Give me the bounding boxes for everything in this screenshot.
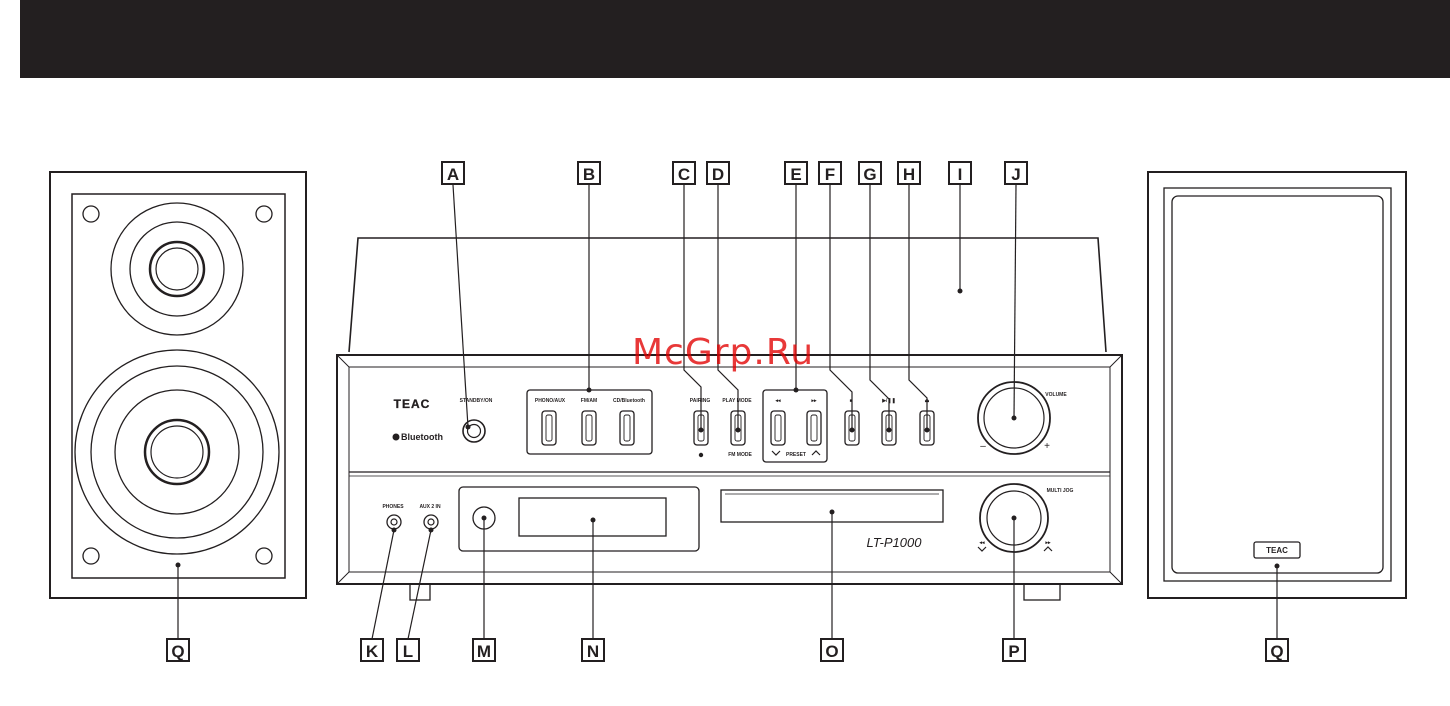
svg-text:M: M: [477, 642, 491, 661]
model-name: LT-P1000: [867, 535, 923, 550]
svg-text:N: N: [587, 642, 599, 661]
svg-text:B: B: [583, 165, 595, 184]
callout-M: M: [473, 639, 495, 661]
prev-label: ◂◂: [978, 540, 985, 546]
callout-K: K: [361, 639, 383, 661]
callout-P: P: [1003, 639, 1025, 661]
rewind-button[interactable]: [771, 411, 785, 445]
multi-jog-label: MULTI JOG: [1047, 488, 1074, 494]
callout-F: F: [819, 162, 841, 184]
pairing-label: PAIRING: [690, 398, 711, 404]
volume-label: VOLUME: [1045, 392, 1067, 398]
next-chevron-icon: [1044, 547, 1052, 551]
aux2-label: AUX 2 IN: [419, 504, 441, 510]
callout-B: B: [578, 162, 600, 184]
speaker-brand-logo: TEAC: [1266, 546, 1288, 555]
callout-Q-left: Q: [167, 639, 189, 661]
bluetooth-logo: Bluetooth: [401, 432, 443, 442]
preset-label: PRESET: [786, 452, 806, 458]
svg-text:D: D: [712, 165, 724, 184]
fm-am-label: FM/AM: [581, 398, 597, 404]
cd-bluetooth-label: CD/Bluetooth: [613, 398, 645, 404]
watermark-text: McGrp.Ru: [632, 332, 814, 373]
leader-lines: [176, 185, 1280, 639]
callout-G: G: [859, 162, 881, 184]
callout-L: L: [397, 639, 419, 661]
preset-down-icon: [772, 451, 780, 455]
volume-plus-label: +: [1044, 441, 1050, 452]
phones-label: PHONES: [382, 504, 404, 510]
preset-up-icon: [812, 451, 820, 455]
svg-text:L: L: [403, 642, 413, 661]
rewind-label: ◂◂: [774, 398, 781, 404]
volume-minus-label: –: [980, 441, 986, 452]
callout-D: D: [707, 162, 729, 184]
callout-A: A: [442, 162, 464, 184]
forward-button[interactable]: [807, 411, 821, 445]
phono-aux-button[interactable]: [542, 411, 556, 445]
svg-text:J: J: [1011, 165, 1020, 184]
fm-am-button[interactable]: [582, 411, 596, 445]
callout-Q-right: Q: [1266, 639, 1288, 661]
next-label: ▸▸: [1044, 540, 1051, 546]
svg-text:F: F: [825, 165, 835, 184]
forward-label: ▸▸: [810, 398, 817, 404]
standby-button[interactable]: [463, 420, 485, 442]
phono-aux-label: PHONO/AUX: [535, 398, 566, 404]
svg-text:H: H: [903, 165, 915, 184]
phones-jack[interactable]: [387, 515, 401, 529]
prev-chevron-icon: [978, 547, 986, 551]
svg-text:G: G: [863, 165, 876, 184]
left-speaker: [50, 172, 306, 598]
callout-I: I: [949, 162, 971, 184]
svg-text:I: I: [958, 165, 963, 184]
standby-label: STANDBY/ON: [460, 398, 493, 404]
right-speaker: TEAC: [1148, 172, 1406, 598]
fm-mode-label: FM MODE: [728, 452, 752, 458]
cd-bluetooth-button[interactable]: [620, 411, 634, 445]
svg-text:P: P: [1008, 642, 1019, 661]
callout-O: O: [821, 639, 843, 661]
callout-J: J: [1005, 162, 1027, 184]
svg-text:E: E: [790, 165, 801, 184]
svg-text:K: K: [366, 642, 379, 661]
svg-text:O: O: [825, 642, 838, 661]
svg-text:Q: Q: [1270, 642, 1283, 661]
play-mode-label: PLAY MODE: [722, 398, 752, 404]
svg-text:A: A: [447, 165, 459, 184]
main-unit: TEAC Bluetooth STANDBY/ON PHONO/AUX FM/A…: [337, 238, 1122, 600]
callout-H: H: [898, 162, 920, 184]
callout-E: E: [785, 162, 807, 184]
brand-logo: TEAC: [394, 397, 431, 411]
callout-C: C: [673, 162, 695, 184]
svg-text:C: C: [678, 165, 690, 184]
svg-text:Q: Q: [171, 642, 184, 661]
aux2-jack[interactable]: [424, 515, 438, 529]
callout-N: N: [582, 639, 604, 661]
